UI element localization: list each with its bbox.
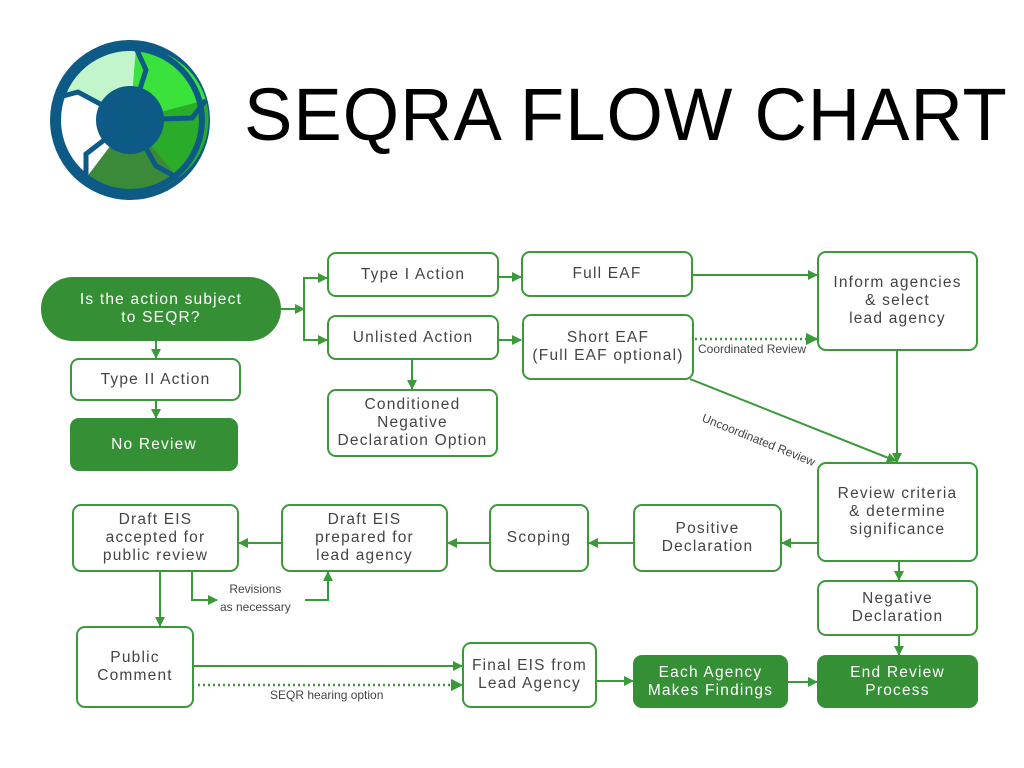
- edge-revisions-back: [305, 571, 333, 601]
- node-unlisted-action: Unlisted Action: [327, 315, 499, 360]
- node-negative-declaration: Negative Declaration: [817, 580, 978, 636]
- node-short-eaf: Short EAF (Full EAF optional): [522, 314, 694, 380]
- edge-to-type1: [303, 273, 328, 309]
- edge-uncoordinated-review: [689, 378, 897, 463]
- node-positive-declaration: Positive Declaration: [633, 504, 782, 572]
- node-type1-action: Type I Action: [327, 252, 499, 297]
- node-inform-agencies: Inform agencies & select lead agency: [817, 251, 978, 351]
- edge-revisions-out: [191, 572, 218, 605]
- edge-to-unlisted: [303, 309, 328, 345]
- node-type2-action: Type II Action: [70, 358, 241, 401]
- node-draft-eis-accepted: Draft EIS accepted for public review: [72, 504, 239, 572]
- node-full-eaf: Full EAF: [521, 251, 693, 297]
- node-final-eis: Final EIS from Lead Agency: [462, 642, 597, 708]
- page-title: SEQRA FLOW CHART: [244, 73, 1008, 156]
- node-agency-findings: Each Agency Makes Findings: [633, 655, 788, 708]
- node-scoping: Scoping: [489, 504, 589, 572]
- node-conditioned-negative: Conditioned Negative Declaration Option: [327, 389, 498, 457]
- node-public-comment: Public Comment: [76, 626, 194, 708]
- node-review-criteria: Review criteria & determine significance: [817, 462, 978, 562]
- label-hearing-option: SEQR hearing option: [270, 688, 384, 702]
- node-subject-to-seqr: Is the action subject to SEQR?: [41, 277, 281, 341]
- seqra-logo-icon: [50, 40, 210, 200]
- label-revisions: Revisions as necessary: [220, 582, 291, 614]
- logo-center: [96, 86, 164, 154]
- node-end-review: End Review Process: [817, 655, 978, 708]
- node-no-review: No Review: [70, 418, 238, 471]
- node-draft-eis-prepared: Draft EIS prepared for lead agency: [281, 504, 448, 572]
- label-coordinated-review: Coordinated Review: [698, 342, 807, 356]
